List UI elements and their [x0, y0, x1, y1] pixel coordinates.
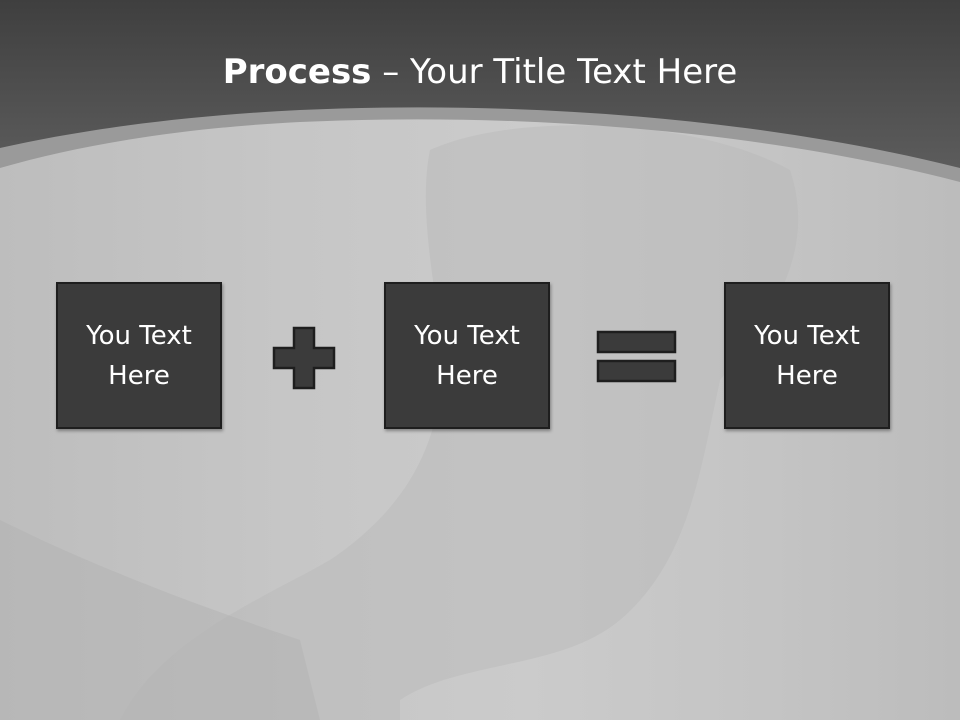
- process-box-2-label: You Text Here: [414, 320, 520, 391]
- plus-icon: [272, 326, 336, 390]
- process-box-1-label: You Text Here: [86, 320, 192, 391]
- title-rest: – Your Title Text Here: [371, 52, 738, 92]
- slide-title: Process – Your Title Text Here: [0, 52, 960, 92]
- process-box-2: You Text Here: [384, 282, 550, 429]
- equals-icon: [596, 330, 677, 383]
- header-band: [0, 0, 960, 168]
- process-box-3-label: You Text Here: [754, 320, 860, 391]
- process-box-3: You Text Here: [724, 282, 890, 429]
- background-photo-shadow: [0, 520, 320, 720]
- process-box-1: You Text Here: [56, 282, 222, 429]
- title-bold: Process: [222, 52, 372, 92]
